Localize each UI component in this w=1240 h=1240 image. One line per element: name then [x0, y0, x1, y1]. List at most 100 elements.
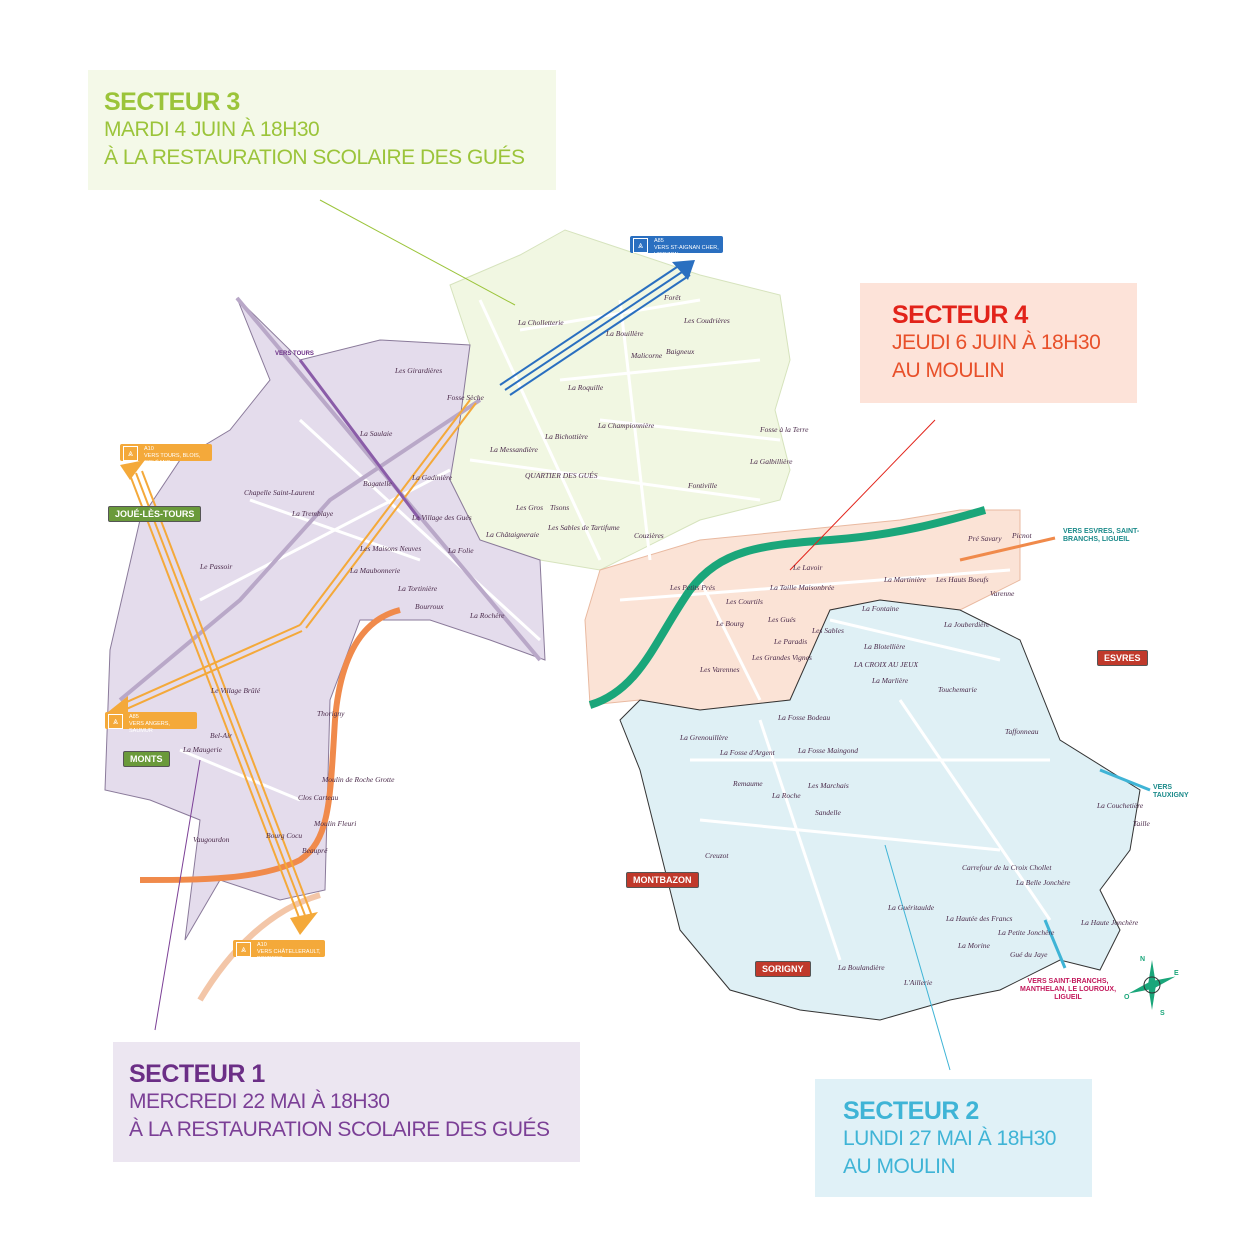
town-sorigny: SORIGNY: [755, 961, 811, 977]
sector-2-place: AU MOULIN: [843, 1155, 956, 1178]
place-label: La Messandière: [489, 445, 539, 454]
compass-rose: N E S O: [1124, 956, 1179, 1017]
place-label: La Couchetière: [1096, 801, 1144, 810]
place-label: La Petite Jonchère: [997, 928, 1055, 937]
sector-1-box: SECTEUR 1 MERCREDI 22 MAI À 18H30 À LA R…: [113, 1042, 580, 1162]
place-label: Thorigny: [317, 709, 345, 718]
motorway-icon: ⩓: [123, 446, 138, 461]
place-label: Bourg Cocu: [266, 831, 302, 840]
town-montbazon: MONTBAZON: [626, 872, 699, 888]
motorway-icon: ⩓: [633, 238, 648, 253]
place-label: La Jouberdière: [943, 620, 990, 629]
place-label: La Roche: [771, 791, 801, 800]
river-indre: [139, 607, 401, 883]
direction-south: VERS SAINT-BRANCHS, MANTHELAN, LE LOUROU…: [1019, 978, 1117, 1001]
place-label: Fosse Sèche: [446, 393, 485, 402]
place-label: Pré Savary: [967, 534, 1002, 543]
place-label: La Martinière: [883, 575, 927, 584]
sector-3-place: À LA RESTAURATION SCOLAIRE DES GUÉS: [104, 146, 525, 169]
town-esvres: ESVRES: [1097, 650, 1148, 666]
place-label: Les Hauts Boeufs: [935, 575, 989, 584]
place-label: Les Gros: [515, 503, 543, 512]
place-label: La Grenouillère: [679, 733, 729, 742]
place-label: Touchemarie: [938, 685, 978, 694]
sector-2-area: [619, 599, 1141, 1021]
place-label: La Saulaie: [359, 429, 393, 438]
a85-arrow-east: [672, 260, 695, 280]
place-label: QUARTIER DES GUÉS: [525, 470, 598, 480]
direction-tours: VERS TOURS: [275, 351, 314, 357]
place-label: La Fosse Bodeau: [777, 713, 830, 722]
place-label: La Championnière: [597, 421, 655, 430]
sector-1-place: À LA RESTAURATION SCOLAIRE DES GUÉS: [129, 1118, 550, 1141]
place-label: Forêt: [663, 293, 682, 302]
place-label: Les Sables: [811, 626, 844, 635]
place-label: La Bouillère: [605, 329, 644, 338]
place-label: La Marlière: [871, 676, 909, 685]
a10-arrow-north: [120, 460, 145, 480]
place-label: La Folie: [447, 546, 474, 555]
place-label: Les Varennes: [699, 665, 740, 674]
sector-2-box: SECTEUR 2 LUNDI 27 MAI À 18H30 AU MOULIN: [815, 1079, 1092, 1197]
direction-tauxigny: VERS TAUXIGNY: [1153, 784, 1189, 799]
place-label: Les Coudrières: [683, 316, 730, 325]
place-label: La Châtaigneraie: [485, 530, 540, 539]
place-label: Bel-Air: [210, 731, 232, 740]
sector-4-date: JEUDI 6 JUIN À 18H30: [892, 331, 1101, 354]
place-label: Creuzot: [705, 851, 729, 860]
place-label: La Haute Jonchère: [1080, 918, 1139, 927]
compass-s: S: [1160, 1010, 1165, 1017]
place-label: Le Village Brûlé: [210, 686, 261, 695]
place-label: Moulin Fleuri: [313, 819, 356, 828]
place-label: L'Aillerie: [903, 978, 933, 987]
place-label: Varenne: [990, 589, 1015, 598]
place-label: Les Maisons Neuves: [359, 544, 421, 553]
place-label: Bagatelle: [363, 479, 392, 488]
place-label: Beaupré: [302, 846, 328, 855]
sector-3-area: [449, 229, 791, 571]
sector-4-box: SECTEUR 4 JEUDI 6 JUIN À 18H30 AU MOULIN: [860, 283, 1137, 403]
esvres-road: [959, 536, 1056, 562]
motorway-a85-west: [119, 399, 477, 712]
place-label: Gué du Jaye: [1010, 950, 1048, 959]
place-label: Fosse à la Terre: [759, 425, 809, 434]
tauxigny-road: [1099, 768, 1151, 792]
a85-arrow-west: [108, 696, 128, 716]
place-label: Couzières: [634, 531, 664, 540]
place-label: La Galbillière: [749, 457, 793, 466]
place-label: Les Courtils: [725, 597, 763, 606]
direction-esvres: VERS ESVRES, SAINT-BRANCHS, LIGUEIL: [1063, 528, 1140, 543]
place-label: La Taille Maisonbrée: [769, 583, 835, 592]
place-label: Remaume: [732, 779, 763, 788]
sector-1-title: SECTEUR 1: [129, 1060, 265, 1088]
place-label: La Maugerie: [182, 745, 223, 754]
place-label: La Tortinière: [397, 584, 438, 593]
place-label: La Bichottière: [544, 432, 589, 441]
place-label: Clos Carteau: [298, 793, 338, 802]
town-joue-les-tours: JOUÉ-LÈS-TOURS: [108, 506, 202, 522]
place-label: LA CROIX AU JEUX: [853, 660, 919, 669]
place-label: La Fosse Maingond: [797, 746, 858, 755]
leader-lines: [154, 199, 951, 1071]
place-label: Les Sables de Tartifume: [547, 523, 620, 532]
place-label: La Rochère: [469, 611, 505, 620]
compass-o: O: [1124, 994, 1130, 1001]
place-label: La Belle Jonchère: [1015, 878, 1071, 887]
green-road: [588, 506, 987, 709]
motorway-a10: [129, 470, 313, 921]
compass-n: N: [1140, 956, 1145, 963]
compass-e: E: [1174, 970, 1179, 977]
south-road: [1043, 919, 1067, 969]
place-label: Le Passoir: [199, 562, 232, 571]
place-label: La Hautée des Francs: [945, 914, 1013, 923]
place-label: Les Gués: [767, 615, 796, 624]
place-label: La Boulandière: [837, 963, 885, 972]
motorway-icon: ⩓: [236, 942, 251, 957]
place-label: Chapelle Saint-Laurent: [244, 488, 315, 497]
place-label: Taille: [1133, 819, 1150, 828]
